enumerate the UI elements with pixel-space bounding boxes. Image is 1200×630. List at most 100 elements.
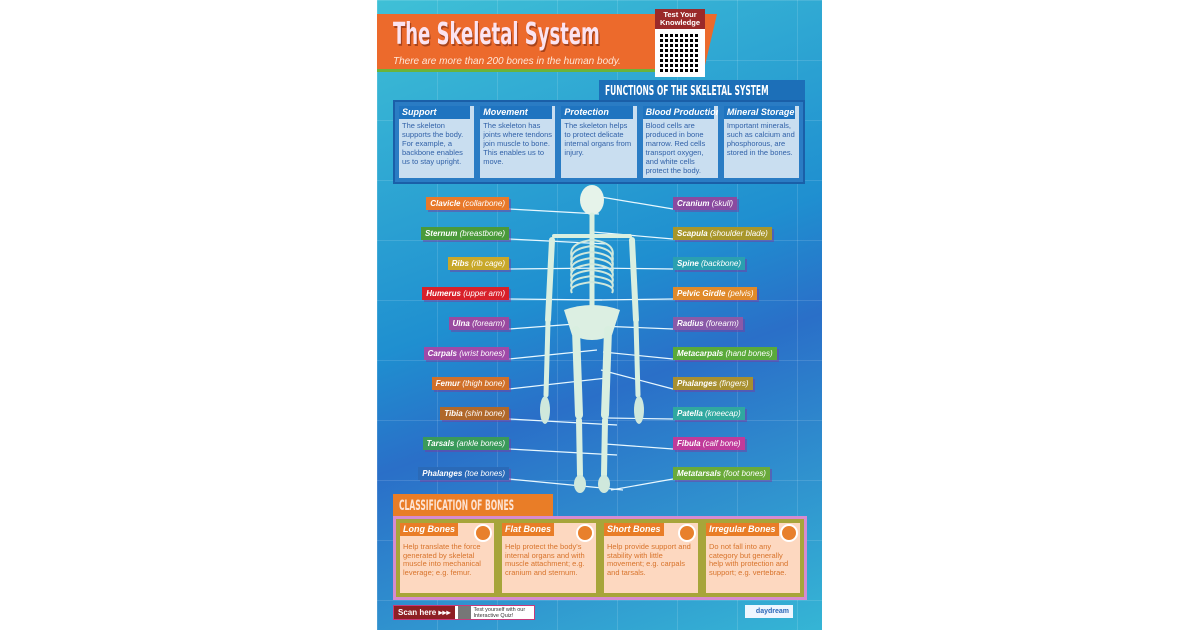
functions-heading: FUNCTIONS OF THE SKELETAL SYSTEM	[605, 84, 769, 99]
function-card-title: Protection	[561, 106, 633, 119]
classification-card-title: Short Bones	[604, 523, 664, 536]
connector-line	[508, 208, 600, 215]
bone-label-note: (backbone)	[701, 259, 742, 268]
bone-label-name: Metatarsals	[677, 469, 722, 478]
bone-label-name: Cranium	[677, 199, 710, 208]
bone-label: Clavicle (collarbone)	[426, 197, 509, 210]
function-card-title: Blood Production	[642, 106, 718, 119]
bone-image-icon	[474, 524, 492, 542]
bone-label-note: (shoulder blade)	[709, 229, 768, 238]
foot	[574, 475, 586, 493]
qr-code-icon[interactable]	[660, 32, 700, 72]
bone-label: Tibia (shin bone)	[440, 407, 509, 420]
connector-line	[508, 349, 598, 360]
bone-label-note: (kneecap)	[705, 409, 741, 418]
bone-label-name: Clavicle	[430, 199, 461, 208]
bone-label: Femur (thigh bone)	[431, 377, 509, 390]
bone-image-icon	[576, 524, 594, 542]
rib	[570, 269, 614, 284]
bone-label: Humerus (upper arm)	[422, 287, 509, 300]
bone-label-note: (upper arm)	[463, 289, 505, 298]
bone-label-note: (fingers)	[719, 379, 749, 388]
skeleton-illustration	[508, 185, 674, 493]
classification-heading: CLASSIFICATION OF BONES	[399, 498, 515, 514]
bone-label: Metatarsals (foot bones)	[673, 467, 770, 480]
bone-label: Ribs (rib cage)	[447, 257, 509, 270]
bone-label-name: Patella	[677, 409, 703, 418]
bone-label: Scapula (shoulder blade)	[673, 227, 772, 240]
scan-quiz-banner[interactable]: Scan here ▸▸▸ Test yourself with our Int…	[393, 605, 535, 620]
bone-label-name: Radius	[677, 319, 704, 328]
bone-label-name: Femur	[435, 379, 461, 388]
bone-label-note: (pelvis)	[727, 289, 754, 298]
bone-label: Pelvic Girdle (pelvis)	[673, 287, 758, 300]
classification-card-header: Flat Bones	[502, 523, 596, 543]
bone-label-note: (calf bone)	[702, 439, 741, 448]
function-card-title: Mineral Storage	[723, 106, 796, 119]
bone-label-note: (forearm)	[472, 319, 505, 328]
connector-line	[592, 231, 674, 240]
classification-card-header: Short Bones	[604, 523, 698, 543]
humerus	[629, 237, 639, 323]
function-card-text: The skeleton has joints where tendons jo…	[483, 121, 552, 166]
hand	[634, 396, 644, 424]
functions-heading-box: FUNCTIONS OF THE SKELETAL SYSTEM	[599, 80, 805, 100]
qr-box[interactable]: Test Your Knowledge	[655, 9, 705, 77]
bone-label-name: Ribs	[451, 259, 469, 268]
bone-label-note: (forearm)	[705, 319, 739, 328]
bone-label: Ulna (forearm)	[448, 317, 509, 330]
bone-label: Patella (kneecap)	[673, 407, 745, 420]
forearm	[633, 319, 641, 398]
bone-label: Fibula (calf bone)	[673, 437, 745, 450]
bone-label-note: (thigh bone)	[462, 379, 505, 388]
page-title: The Skeletal System	[393, 17, 600, 52]
classification-card-header: Irregular Bones	[706, 523, 800, 543]
bone-label-name: Tarsals	[426, 439, 455, 448]
bone-label: Sternum (breastbone)	[420, 227, 509, 240]
function-card-title: Support	[399, 106, 471, 119]
classification-card-title: Flat Bones	[502, 523, 555, 536]
bone-label-name: Humerus	[426, 289, 461, 298]
connector-line	[594, 195, 674, 210]
bone-label-name: Metacarpals	[677, 349, 724, 358]
tibia	[576, 417, 583, 478]
bone-label-name: Spine	[677, 259, 699, 268]
bone-image-icon	[678, 524, 696, 542]
function-card-text: Important minerals, such as calcium and …	[726, 121, 795, 157]
rib	[570, 275, 614, 289]
poster: The Skeletal System There are more than …	[377, 0, 822, 630]
classification-card-text: Help provide support and stability with …	[607, 542, 691, 577]
small-qr-icon	[457, 606, 471, 619]
connector-line	[508, 418, 618, 426]
function-card-text: The skeleton helps to protect delicate i…	[564, 121, 632, 157]
humerus	[545, 237, 555, 323]
subtitle: There are more than 200 bones in the hum…	[393, 56, 621, 67]
bone-label-name: Fibula	[677, 439, 701, 448]
bone-label-note: (hand bones)	[725, 349, 773, 358]
bone-label-name: Carpals	[427, 349, 457, 358]
daydream-logo: daydream	[745, 605, 793, 618]
bone-label-note: (collarbone)	[462, 199, 505, 208]
bone-label-name: Ulna	[452, 319, 470, 328]
classification-card-title: Irregular Bones	[706, 523, 779, 536]
tibia	[601, 417, 608, 478]
classification-card-text: Help translate the force generated by sk…	[403, 542, 481, 577]
classification-heading-box: CLASSIFICATION OF BONES	[393, 494, 553, 516]
bone-label-name: Phalanges	[422, 469, 463, 478]
connector-line	[604, 443, 674, 450]
classification-card-title: Long Bones	[400, 523, 458, 536]
bone-label-name: Phalanges	[677, 379, 718, 388]
bone-label: Tarsals (ankle bones)	[422, 437, 509, 450]
scan-here-button[interactable]: Scan here ▸▸▸	[394, 606, 455, 619]
bone-label-note: (toe bones)	[464, 469, 505, 478]
bone-label: Phalanges (toe bones)	[418, 467, 509, 480]
bone-label-name: Pelvic Girdle	[677, 289, 726, 298]
hand	[540, 396, 550, 424]
connector-line	[508, 377, 608, 390]
bone-label: Phalanges (fingers)	[673, 377, 753, 390]
